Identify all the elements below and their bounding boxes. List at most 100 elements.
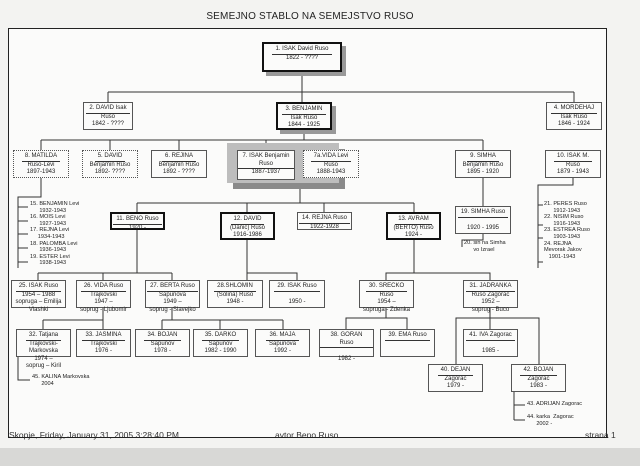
list-entry: 45. KALINA Markovska [32,374,90,380]
person-name: 12. DAVID [230,216,265,225]
person-detail: Ruso [323,161,338,168]
person-detail: 1982 - 1990 [204,348,237,354]
list-entry: 22. NISIM Ruso [544,214,584,221]
person-name: 34. BOJAN [144,332,181,341]
person-name: 7. ISAK Benjamin Ruso [238,153,294,169]
person-detail: Ruso-Levi [27,161,55,168]
person-detail: (Danic) Ruso [229,224,265,231]
person-detail: 1974 – [34,355,53,362]
person-detail: soprug - Buco [471,306,510,313]
person-detail [464,341,517,349]
person-name: 6. REJINA [161,153,196,162]
kalina-entry: 45. KALINA Markovska 2004 [32,374,90,387]
list-entry: 1932-1943 [30,207,67,214]
person-detail: Benjamin Ruso [462,161,504,168]
person-name: 19. SIMHA Ruso [457,209,509,218]
person-detail: 1952 – [481,299,500,305]
person-name: 33. JASMINA [82,332,125,341]
zagorac-children-list: 43. ADRIJAN Zagorac 44. karka Zagorac 20… [527,401,582,427]
person-box-29: 29. ISAK Ruso 1950 - [269,280,325,308]
person-detail: 1916-1986 [233,232,262,238]
person-name: 42. BOJAN [520,367,557,376]
person-detail: 1983 - [529,383,547,389]
person-detail: 1982 - [337,355,355,362]
person-detail: 1954 – 1988 [21,291,56,298]
person-name: 41. IVA Zagorac [466,332,515,341]
list-entry: 1934-1943 [30,233,65,240]
person-name: 26. VIDA Ruso [80,283,127,292]
list-entry: 21. PERES Ruso [544,201,587,207]
person-detail: Vlashki [28,306,49,313]
footer-page: strana 1 [585,430,616,440]
person-detail: 1892 - ???? [162,169,196,175]
list-entry: vo Izrael [464,246,495,253]
person-detail: 1822 - ???? [285,54,319,61]
person-name: 30. SRECKO [365,283,408,292]
list-entry: 15. BENJAMIN Levi [30,201,80,207]
person-detail: Markovska [28,348,58,354]
person-name: 40. DEJAN [437,367,474,376]
person-detail: 1985 - [481,348,499,354]
person-detail: 1879 - 1943 [556,169,590,175]
list-entry: 1927-1943 [30,220,67,227]
person-name: 31. JADRANKA [466,283,515,292]
person-name: 5. DAVID [94,153,126,162]
person-detail: Ruso [100,113,115,120]
person-box-38: 38. GORAN Ruso 1982 - [319,329,374,362]
person-detail: 1844 - 1925 [287,122,321,128]
person-name: 27. BERTA Ruso [147,283,198,292]
footer-author: avtor Beno Ruso [275,430,339,440]
document-title: SEMEJNO STABLO NA SEMEJSTVO RUSO [206,11,414,22]
list-entry: 44. karka Zagorac [527,414,574,421]
person-detail [270,292,324,300]
list-entry: 18. PALOMBA Levi [30,240,78,247]
list-entry: 1938-1943 [30,260,67,267]
person-name: 14. REJNA Ruso [298,215,351,224]
person-name: 3. BENJAMIN [282,106,326,115]
list-entry: 24. REJNA [544,240,572,247]
person-detail: soprug - Slavejko [149,306,196,313]
list-entry: 2002 - [527,420,553,427]
person-name: 25. ISAK Ruso [15,283,62,292]
person-name: 4. MORDEHAJ [550,105,598,114]
list-entry: 23. ESTREA Ruso [544,227,591,234]
person-detail: 1887-1937 [251,169,281,175]
person-detail: 1895 - 1920 [466,169,500,175]
person-box-39: 39. EMA Ruso [380,329,435,357]
person-detail: 1950 - [288,299,306,305]
person-detail: Ruso [565,161,580,168]
person-name: 1. ISAK David Ruso [272,46,332,55]
person-box-19: 19. SIMHA Ruso 1920 - 1995 [455,206,511,234]
person-detail: 1922-1928 [310,223,339,230]
person-detail [320,348,373,356]
footer-rule [8,437,608,438]
list-entry: 20. sin na Simha [464,240,506,246]
list-entry [527,408,582,415]
list-entry: 1936-1943 [30,247,67,254]
person-box-41: 41. IVA Zagorac 1985 - [463,329,518,357]
scan-edge [0,448,640,466]
person-detail: sopruga - Zdenka [362,306,411,313]
person-detail: Ruso Zagorac [471,291,510,298]
person-name: 2. DAVID Isak [86,105,130,114]
person-detail: Isak Ruso [290,114,318,121]
list-entry: 1901-1943 [544,253,576,260]
person-detail: 1846 - 1924 [557,121,591,127]
